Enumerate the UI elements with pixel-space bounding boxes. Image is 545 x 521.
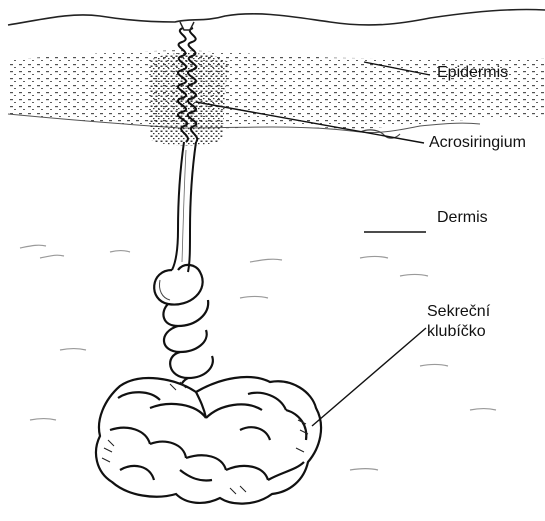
dermis-label: Dermis: [437, 208, 488, 228]
secretory-coil: [96, 377, 321, 504]
secretory-coil-label: Sekreční klubíčko: [427, 302, 537, 342]
coil-leader: [312, 328, 426, 426]
epidermis-layer: [8, 50, 545, 130]
secretory-coil-label-line2: klubíčko: [427, 323, 486, 340]
coil-upper-loops: [154, 265, 213, 396]
secretory-coil-label-line1: Sekreční: [427, 303, 490, 320]
acrosyringium-label: Acrosiringium: [429, 133, 526, 153]
epidermis-label: Epidermis: [437, 63, 508, 83]
skin-surface: [8, 9, 545, 25]
dermal-duct: [172, 142, 196, 272]
